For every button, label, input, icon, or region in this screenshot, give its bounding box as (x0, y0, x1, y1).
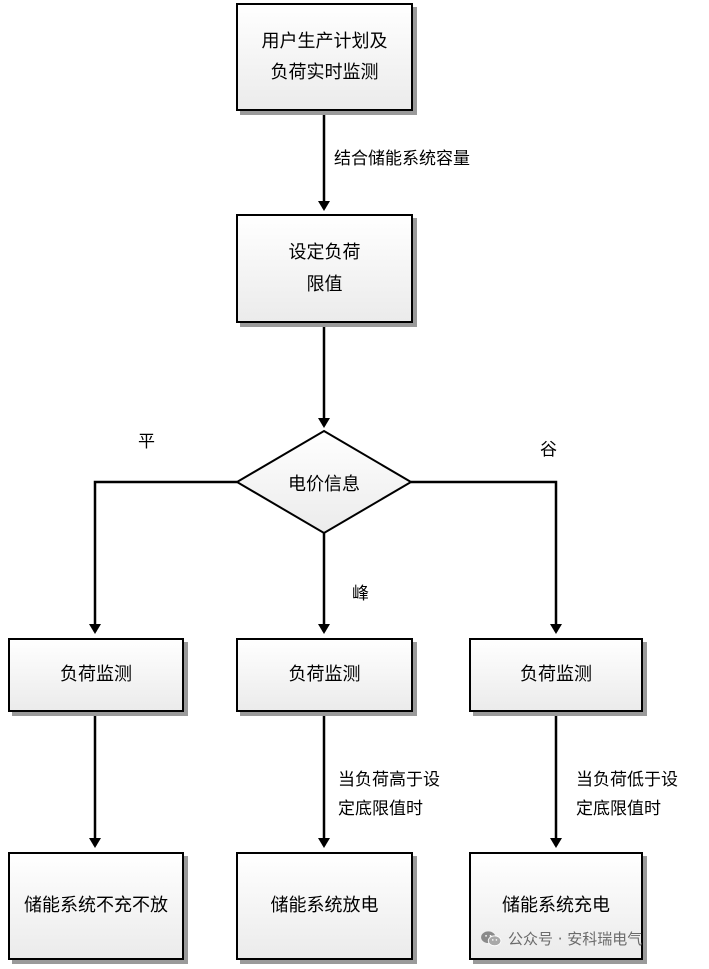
edge-label-below-limit: 当负荷低于设 定底限值时 (576, 770, 678, 819)
node-storage-discharge-label: 储能系统放电 (270, 895, 379, 917)
arrow-price-to-monitor-left (89, 480, 237, 634)
wechat-icon (481, 930, 502, 946)
node-monitor-left-label: 负荷监测 (60, 664, 132, 686)
node-price-info-label: 电价信息 (288, 474, 360, 495)
arrow-price-to-monitor-right (411, 480, 562, 634)
node-production-plan-label: 用户生产计划及 负荷实时监测 (261, 30, 388, 84)
node-storage-charge-label: 储能系统充电 (502, 895, 610, 917)
node-storage-discharge: 储能系统放电 (236, 852, 413, 960)
edge-label-above-limit: 当负荷高于设 定底限值时 (338, 770, 440, 819)
node-storage-idle-label: 储能系统不充不放 (24, 895, 168, 917)
node-storage-charge: 储能系统充电 (469, 852, 643, 960)
edge-label-flat: 平 (138, 432, 155, 452)
watermark: 公众号 · 安科瑞电气 (480, 928, 642, 949)
node-monitor-right-label: 负荷监测 (520, 664, 592, 686)
node-monitor-mid: 负荷监测 (236, 638, 413, 712)
node-monitor-left: 负荷监测 (8, 638, 184, 712)
node-set-load-limit-label: 设定负荷 限值 (288, 242, 361, 295)
node-monitor-right: 负荷监测 (469, 638, 643, 712)
watermark-text: 公众号 · 安科瑞电气 (508, 930, 643, 948)
node-monitor-mid-label: 负荷监测 (288, 664, 361, 686)
node-production-plan: 用户生产计划及 负荷实时监测 (236, 3, 413, 111)
edge-label-peak: 峰 (352, 584, 369, 604)
node-storage-idle: 储能系统不充不放 (8, 852, 184, 960)
edge-label-combine-storage: 结合储能系统容量 (334, 149, 470, 169)
edge-label-valley: 谷 (540, 440, 557, 460)
node-set-load-limit: 设定负荷 限值 (236, 214, 413, 323)
